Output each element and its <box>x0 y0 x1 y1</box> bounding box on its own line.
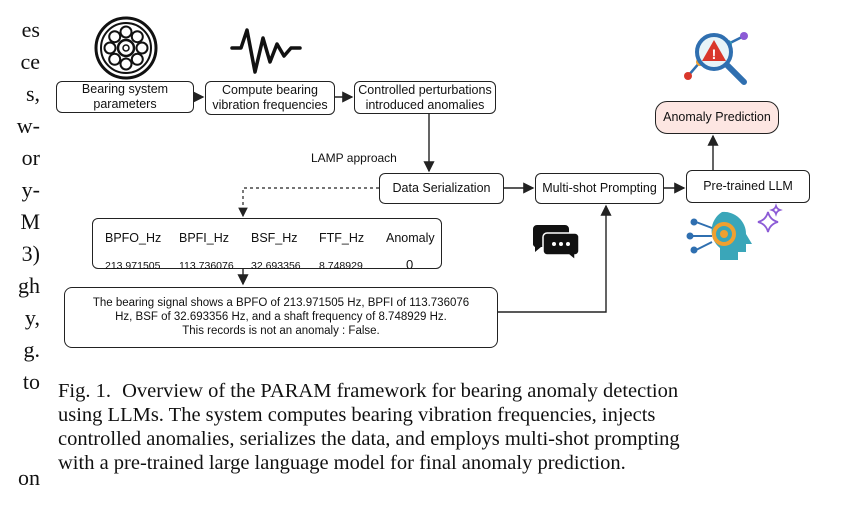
waveform-icon <box>230 28 302 74</box>
left-line: gh <box>18 273 40 298</box>
text-line: The bearing signal shows a BPFO of 213.9… <box>92 297 470 309</box>
caption-line: controlled anomalies, serializes the dat… <box>58 428 680 450</box>
box-line: introduced anomalies <box>365 97 485 112</box>
left-line: ce <box>20 49 40 74</box>
caption-label: Fig. 1. <box>58 380 111 402</box>
left-line: y, <box>24 305 40 330</box>
caption-line: Overview of the PARAM framework for bear… <box>122 380 679 402</box>
sparkle-icon <box>757 203 783 233</box>
data-serialization-box: Data Serialization <box>379 173 504 204</box>
caption-line: using LLMs. The system computes bearing … <box>58 404 656 426</box>
left-line: w- <box>16 113 40 138</box>
bearing-icon <box>94 16 158 80</box>
box-line: Bearing system <box>81 82 169 96</box>
left-line: s, <box>25 81 40 106</box>
table-header: BPFI_Hz <box>179 231 230 245</box>
serialized-text-box: The bearing signal shows a BPFO of 213.9… <box>64 287 498 348</box>
table-header: Anomaly <box>386 231 435 245</box>
table-header: FTF_Hz <box>319 231 365 245</box>
box-line: parameters <box>93 97 157 111</box>
chat-icon <box>532 225 580 262</box>
figure-caption: Fig. 1. Overview of the PARAM framework … <box>58 379 852 475</box>
left-column-text: es ce s, w- or y- M 3) gh y, g. to on <box>0 0 40 519</box>
table-cell: 113.736076 <box>179 260 234 272</box>
table-cell: 213.971505 <box>105 260 161 272</box>
box-line: vibration frequencies <box>212 98 328 112</box>
magnifier-warning-icon: ! <box>684 32 748 85</box>
text-line: This records is not an anomaly : False. <box>182 325 380 337</box>
text-line: Hz, BSF of 32.693356 Hz, and a shaft fre… <box>115 311 447 323</box>
table-header: BPFO_Hz <box>105 231 162 245</box>
lamp-approach-label: LAMP approach <box>311 151 397 165</box>
pretrained-llm-box: Pre-trained LLM <box>686 170 810 203</box>
box-line: Controlled perturbations <box>358 82 492 97</box>
svg-text:!: ! <box>712 46 717 62</box>
box-line: Compute bearing <box>222 83 318 97</box>
table-cell: 0 <box>406 257 414 272</box>
left-line: M <box>20 209 40 234</box>
left-line: y- <box>21 177 40 202</box>
left-line: g. <box>23 337 41 362</box>
table-cell: 32.693356 <box>251 260 301 272</box>
ai-head-icon <box>686 211 752 260</box>
arrow-text-multishot <box>498 204 612 313</box>
left-line: on <box>18 465 40 490</box>
serialized-table: BPFO_Hz BPFI_Hz BSF_Hz FTF_Hz Anomaly 21… <box>92 218 442 272</box>
table-cell: 8.748929 <box>319 260 363 272</box>
left-line: to <box>22 369 40 394</box>
arrow-serial-table-dashed <box>238 187 379 218</box>
anomaly-prediction-box: Anomaly Prediction <box>655 101 779 134</box>
caption-line: with a pre-trained large language model … <box>58 452 626 474</box>
left-line: 3) <box>21 241 40 266</box>
left-line: es <box>21 17 40 42</box>
multishot-prompting-box: Multi-shot Prompting <box>535 173 664 204</box>
table-header: BSF_Hz <box>251 231 298 245</box>
left-line: or <box>21 145 40 170</box>
